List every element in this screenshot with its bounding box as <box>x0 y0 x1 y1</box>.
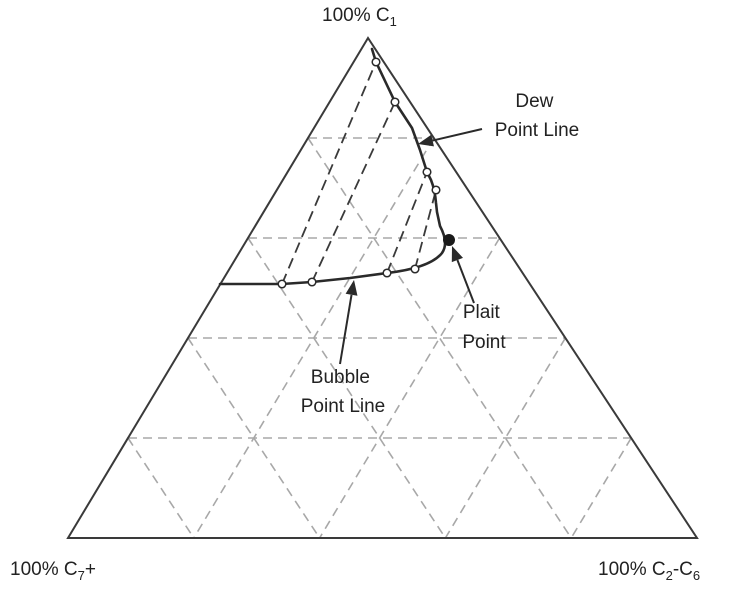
dew-point-arrow <box>418 128 483 147</box>
phase-point-marker <box>410 264 420 274</box>
bubble-point-arrow <box>339 280 358 365</box>
tie-line <box>386 171 428 274</box>
vertex-label-right: 100% C2-C6 <box>598 559 700 583</box>
plait-point-arrow <box>451 246 475 304</box>
phase-point-marker <box>371 57 381 67</box>
phase-points <box>277 57 455 289</box>
phase-envelope-curve <box>218 47 447 286</box>
grid-line-diagonal <box>193 137 435 539</box>
phase-point-marker <box>431 185 441 195</box>
grid-line-diagonal <box>127 437 195 539</box>
dew-point-label: Dew Point Line <box>495 91 580 141</box>
grid-line-diagonal <box>444 337 567 539</box>
arrow-shaft <box>456 259 475 304</box>
arrow-head <box>345 280 358 296</box>
grid-line-diagonal <box>187 337 321 539</box>
phase-point-marker <box>307 277 317 287</box>
arrow-head <box>418 134 434 147</box>
arrow-head <box>451 246 463 263</box>
plait-point-marker <box>443 234 455 246</box>
grid-line-diagonal <box>570 437 632 539</box>
phase-point-marker <box>277 279 287 289</box>
triangle-outline <box>66 36 699 539</box>
tie-line <box>414 189 437 270</box>
vertex-label-left: 100% C7+ <box>10 559 96 583</box>
annotation-arrows <box>339 128 483 365</box>
phase-point-marker <box>422 167 432 177</box>
bubble-point-label: Bubble Point Line <box>301 367 386 417</box>
grid-line-diagonal <box>307 137 572 539</box>
phase-point-marker <box>390 97 400 107</box>
arrow-shaft <box>339 294 353 365</box>
phase-point-marker <box>382 268 392 278</box>
vertex-label-top: 100% C1 <box>322 5 397 29</box>
tie-lines <box>281 61 437 285</box>
tie-line <box>311 101 396 283</box>
arrow-shaft <box>432 128 483 142</box>
grid-lines <box>127 137 632 539</box>
grid-line-diagonal <box>318 237 501 539</box>
tie-line <box>281 61 377 285</box>
plait-point-label: Plait Point <box>462 302 506 353</box>
